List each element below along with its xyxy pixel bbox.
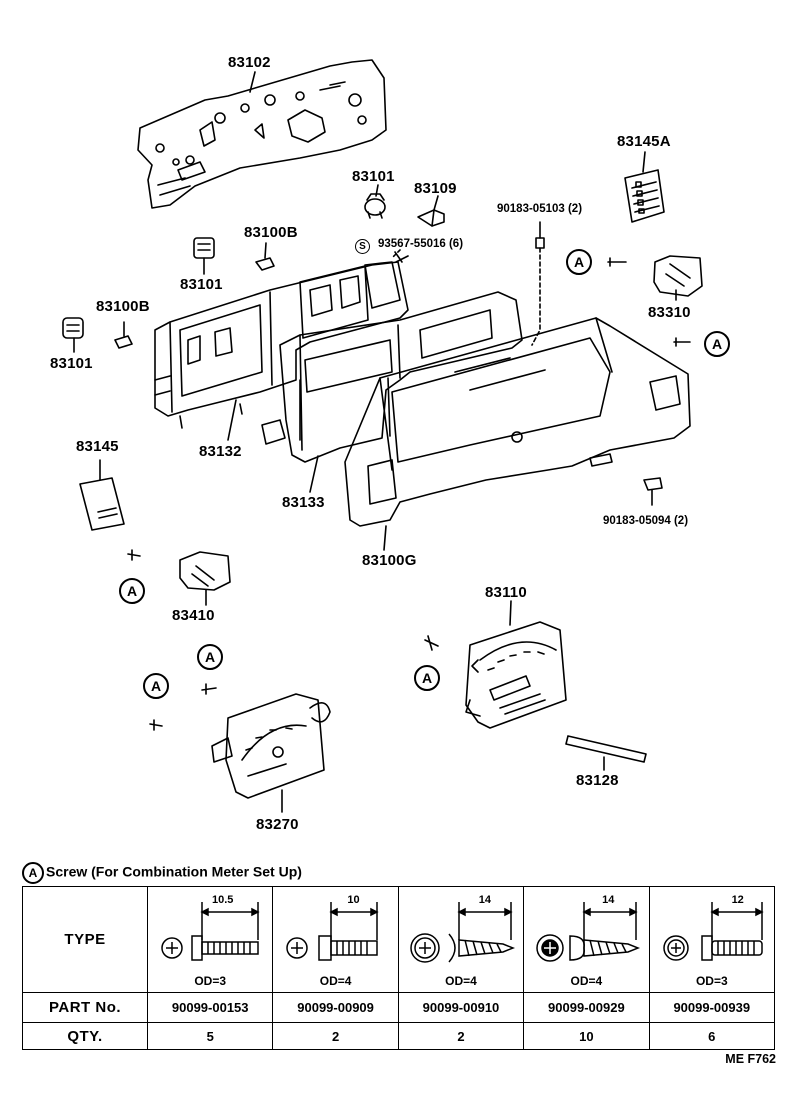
qty-cell: 5 <box>146 1022 274 1050</box>
outer-diameter: OD=3 <box>695 973 728 988</box>
screw-a-83110 <box>424 635 439 651</box>
screw-type-cell: 10.5 OD=3 <box>146 886 274 993</box>
part-83101-socket-left <box>62 317 84 339</box>
part-83102-circuit-plate <box>137 59 387 209</box>
part-no-cell: 90099-00910 <box>397 992 525 1023</box>
callout-83145: 83145 <box>76 438 119 455</box>
part-83101-socket-mid <box>193 237 215 259</box>
callout-90183-05103: 90183-05103 (2) <box>497 203 583 215</box>
part-83310-switch <box>653 255 703 297</box>
callout-83100B-left: 83100B <box>96 298 150 315</box>
screw-type-cell: 14 OD=4 <box>523 886 650 993</box>
row-header-type: TYPE <box>22 886 148 993</box>
part-90183-05094-clip <box>643 477 663 491</box>
callout-83109: 83109 <box>414 180 457 197</box>
callout-93567: 93567-55016 (6) <box>378 238 464 250</box>
outer-diameter: OD=4 <box>570 973 603 988</box>
callout-83128: 83128 <box>576 772 619 789</box>
screw-type-cell: 14 OD=4 <box>397 886 525 993</box>
part-90183-05103-clip <box>535 237 545 249</box>
dimension-length: 10 <box>347 893 360 906</box>
screw-a-marker: A <box>704 331 730 357</box>
callout-83310: 83310 <box>648 304 691 321</box>
leader-83102 <box>249 71 256 93</box>
part-83145-label <box>79 477 125 531</box>
screw-a-83410 <box>127 549 141 561</box>
part-83410-switch <box>179 551 231 591</box>
row-header-qty: QTY. <box>22 1022 148 1050</box>
callout-83410: 83410 <box>172 607 215 624</box>
screw-a-marker: A <box>143 673 169 699</box>
part-83110-speedometer <box>465 621 567 729</box>
part-83100B-bulb-top <box>255 257 275 271</box>
dimension-length: 12 <box>731 893 744 906</box>
qty-cell: 6 <box>648 1022 776 1050</box>
part-83100B-bulb-left <box>114 335 133 349</box>
figure-code: ME F762 <box>725 1052 776 1066</box>
table-row-qty: QTY. 5 2 2 10 6 <box>22 1022 776 1050</box>
screw-a-marker: A <box>566 249 592 275</box>
dimension-length: 10.5 <box>212 893 234 906</box>
row-header-part-no: PART No. <box>22 992 148 1023</box>
legend-title: Screw (For Combination Meter Set Up) <box>46 863 302 880</box>
callout-83145A: 83145A <box>617 133 671 150</box>
part-83109-bulb <box>417 209 445 227</box>
dimension-length: 14 <box>478 893 492 906</box>
screw-a-marker: A <box>197 644 223 670</box>
qty-cell: 2 <box>397 1022 525 1050</box>
outer-diameter: OD=3 <box>194 973 227 988</box>
part-83133-frame <box>261 291 523 463</box>
callout-83102: 83102 <box>228 54 271 71</box>
table-row-part-no: PART No. 90099-00153 90099-00909 90099-0… <box>22 992 776 1023</box>
part-83100G-panel <box>344 317 691 527</box>
screw-a-83270-top <box>201 683 217 695</box>
screw-spec-table: TYPE 10.5 OD=3 10 OD=4 <box>22 886 776 1050</box>
screw-a-83310-bottom <box>673 337 691 347</box>
legend-mark: A <box>22 862 44 884</box>
part-no-cell: 90099-00909 <box>272 992 399 1023</box>
part-83101-socket-top <box>364 193 386 219</box>
part-no-cell: 90099-00939 <box>648 992 776 1023</box>
outer-diameter: OD=4 <box>319 973 352 988</box>
callout-83101-mid: 83101 <box>180 276 223 293</box>
part-83132-case <box>154 261 409 429</box>
part-83270-tachometer <box>211 693 331 799</box>
part-no-cell: 90099-00929 <box>523 992 650 1023</box>
callout-83101-top: 83101 <box>352 168 395 185</box>
part-83145A-label <box>624 169 665 223</box>
screw-a-83310-top <box>607 257 627 267</box>
callout-93567-mark: S <box>355 239 370 254</box>
part-83128-rod <box>565 735 647 763</box>
part-93567-screw <box>394 251 409 263</box>
screw-a-marker: A <box>119 578 145 604</box>
callout-83100B-top: 83100B <box>244 224 298 241</box>
dimension-length: 14 <box>602 893 615 906</box>
callout-83133: 83133 <box>282 494 325 511</box>
outer-diameter: OD=4 <box>445 973 477 988</box>
callout-83132: 83132 <box>199 443 242 460</box>
callout-90183-05094: 90183-05094 (2) <box>603 515 689 527</box>
qty-cell: 10 <box>523 1022 650 1050</box>
screw-a-83270-left <box>149 719 163 731</box>
qty-cell: 2 <box>272 1022 399 1050</box>
callout-83110: 83110 <box>485 584 527 601</box>
screw-type-cell: 12 OD=3 <box>648 886 776 993</box>
callout-83270: 83270 <box>256 816 299 833</box>
callout-83100G: 83100G <box>362 552 417 569</box>
screw-type-cell: 10 OD=4 <box>272 886 399 993</box>
table-row-type: TYPE 10.5 OD=3 10 OD=4 <box>22 886 776 993</box>
callout-83101-left: 83101 <box>50 355 93 372</box>
exploded-parts-diagram <box>62 59 703 813</box>
part-no-cell: 90099-00153 <box>146 992 274 1023</box>
screw-a-marker: A <box>414 665 440 691</box>
